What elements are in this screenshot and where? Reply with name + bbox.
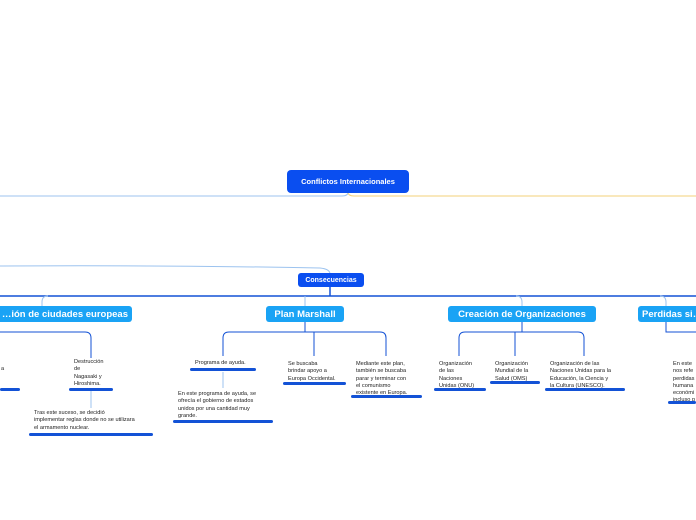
note-programa-detalle[interactable]: En este programa de ayuda, se ofrecía el… (178, 391, 257, 419)
note-bar-destruccion (69, 388, 113, 391)
note-bar-unesco (545, 388, 625, 391)
root-node[interactable]: Conflictos Internacionales (287, 170, 409, 193)
consequences-incoming-line (0, 265, 331, 275)
drop-branch-4 (659, 295, 667, 306)
note-bar-programa-detalle (173, 420, 273, 423)
branch1-children (0, 331, 92, 358)
note-bar-oms (490, 381, 540, 384)
drop-branch-3 (515, 295, 523, 306)
branch-node-plan-marshall[interactable]: Plan Marshall (266, 306, 344, 322)
note-bar-left-cut (0, 388, 20, 391)
note-apoyo[interactable]: Se buscaba brindar apoyo a Europa Occide… (288, 361, 336, 382)
branch-node-creacion-organizaciones[interactable]: Creación de Organizaciones (448, 306, 596, 322)
note-destruccion[interactable]: Destrucción de Nagasaki y Hiroshima. (74, 359, 104, 387)
note-mediante[interactable]: Mediante este plan, también se buscaba p… (356, 361, 408, 397)
note-bar-tras-suceso (29, 433, 153, 436)
note-oms[interactable]: Organización Mundial de la Salud (OMS) (495, 361, 529, 382)
drop-branch-1 (41, 295, 49, 306)
note-onu[interactable]: Organización de las Naciones Unidas (ONU… (439, 361, 475, 389)
branch-node-perdidas[interactable]: Perdidas si… (638, 306, 696, 322)
note-tras-suceso[interactable]: Tras este suceso, se decidió implementar… (34, 410, 135, 431)
note-bar-onu (434, 388, 486, 391)
note-programa[interactable]: Programa de ayuda. (195, 360, 246, 366)
note-bar-mediante (351, 395, 422, 398)
note-perdidas-cut[interactable]: En este nos refe perdidas humana económi… (673, 361, 695, 403)
note-bar-apoyo (283, 382, 346, 385)
perdidas-bus (665, 322, 696, 333)
consequences-node[interactable]: Consecuencias (298, 273, 364, 287)
branch-node-destruccion-ciudades[interactable]: …ión de ciudades europeas (0, 306, 132, 322)
note-unesco[interactable]: Organización de las Naciones Unidas para… (550, 361, 611, 389)
note-bar-perdidas (668, 401, 696, 404)
note-left-cut[interactable]: a (1, 366, 5, 372)
marshall-bus (222, 331, 387, 356)
note-bar-programa (190, 368, 256, 371)
org-bus (458, 331, 585, 356)
